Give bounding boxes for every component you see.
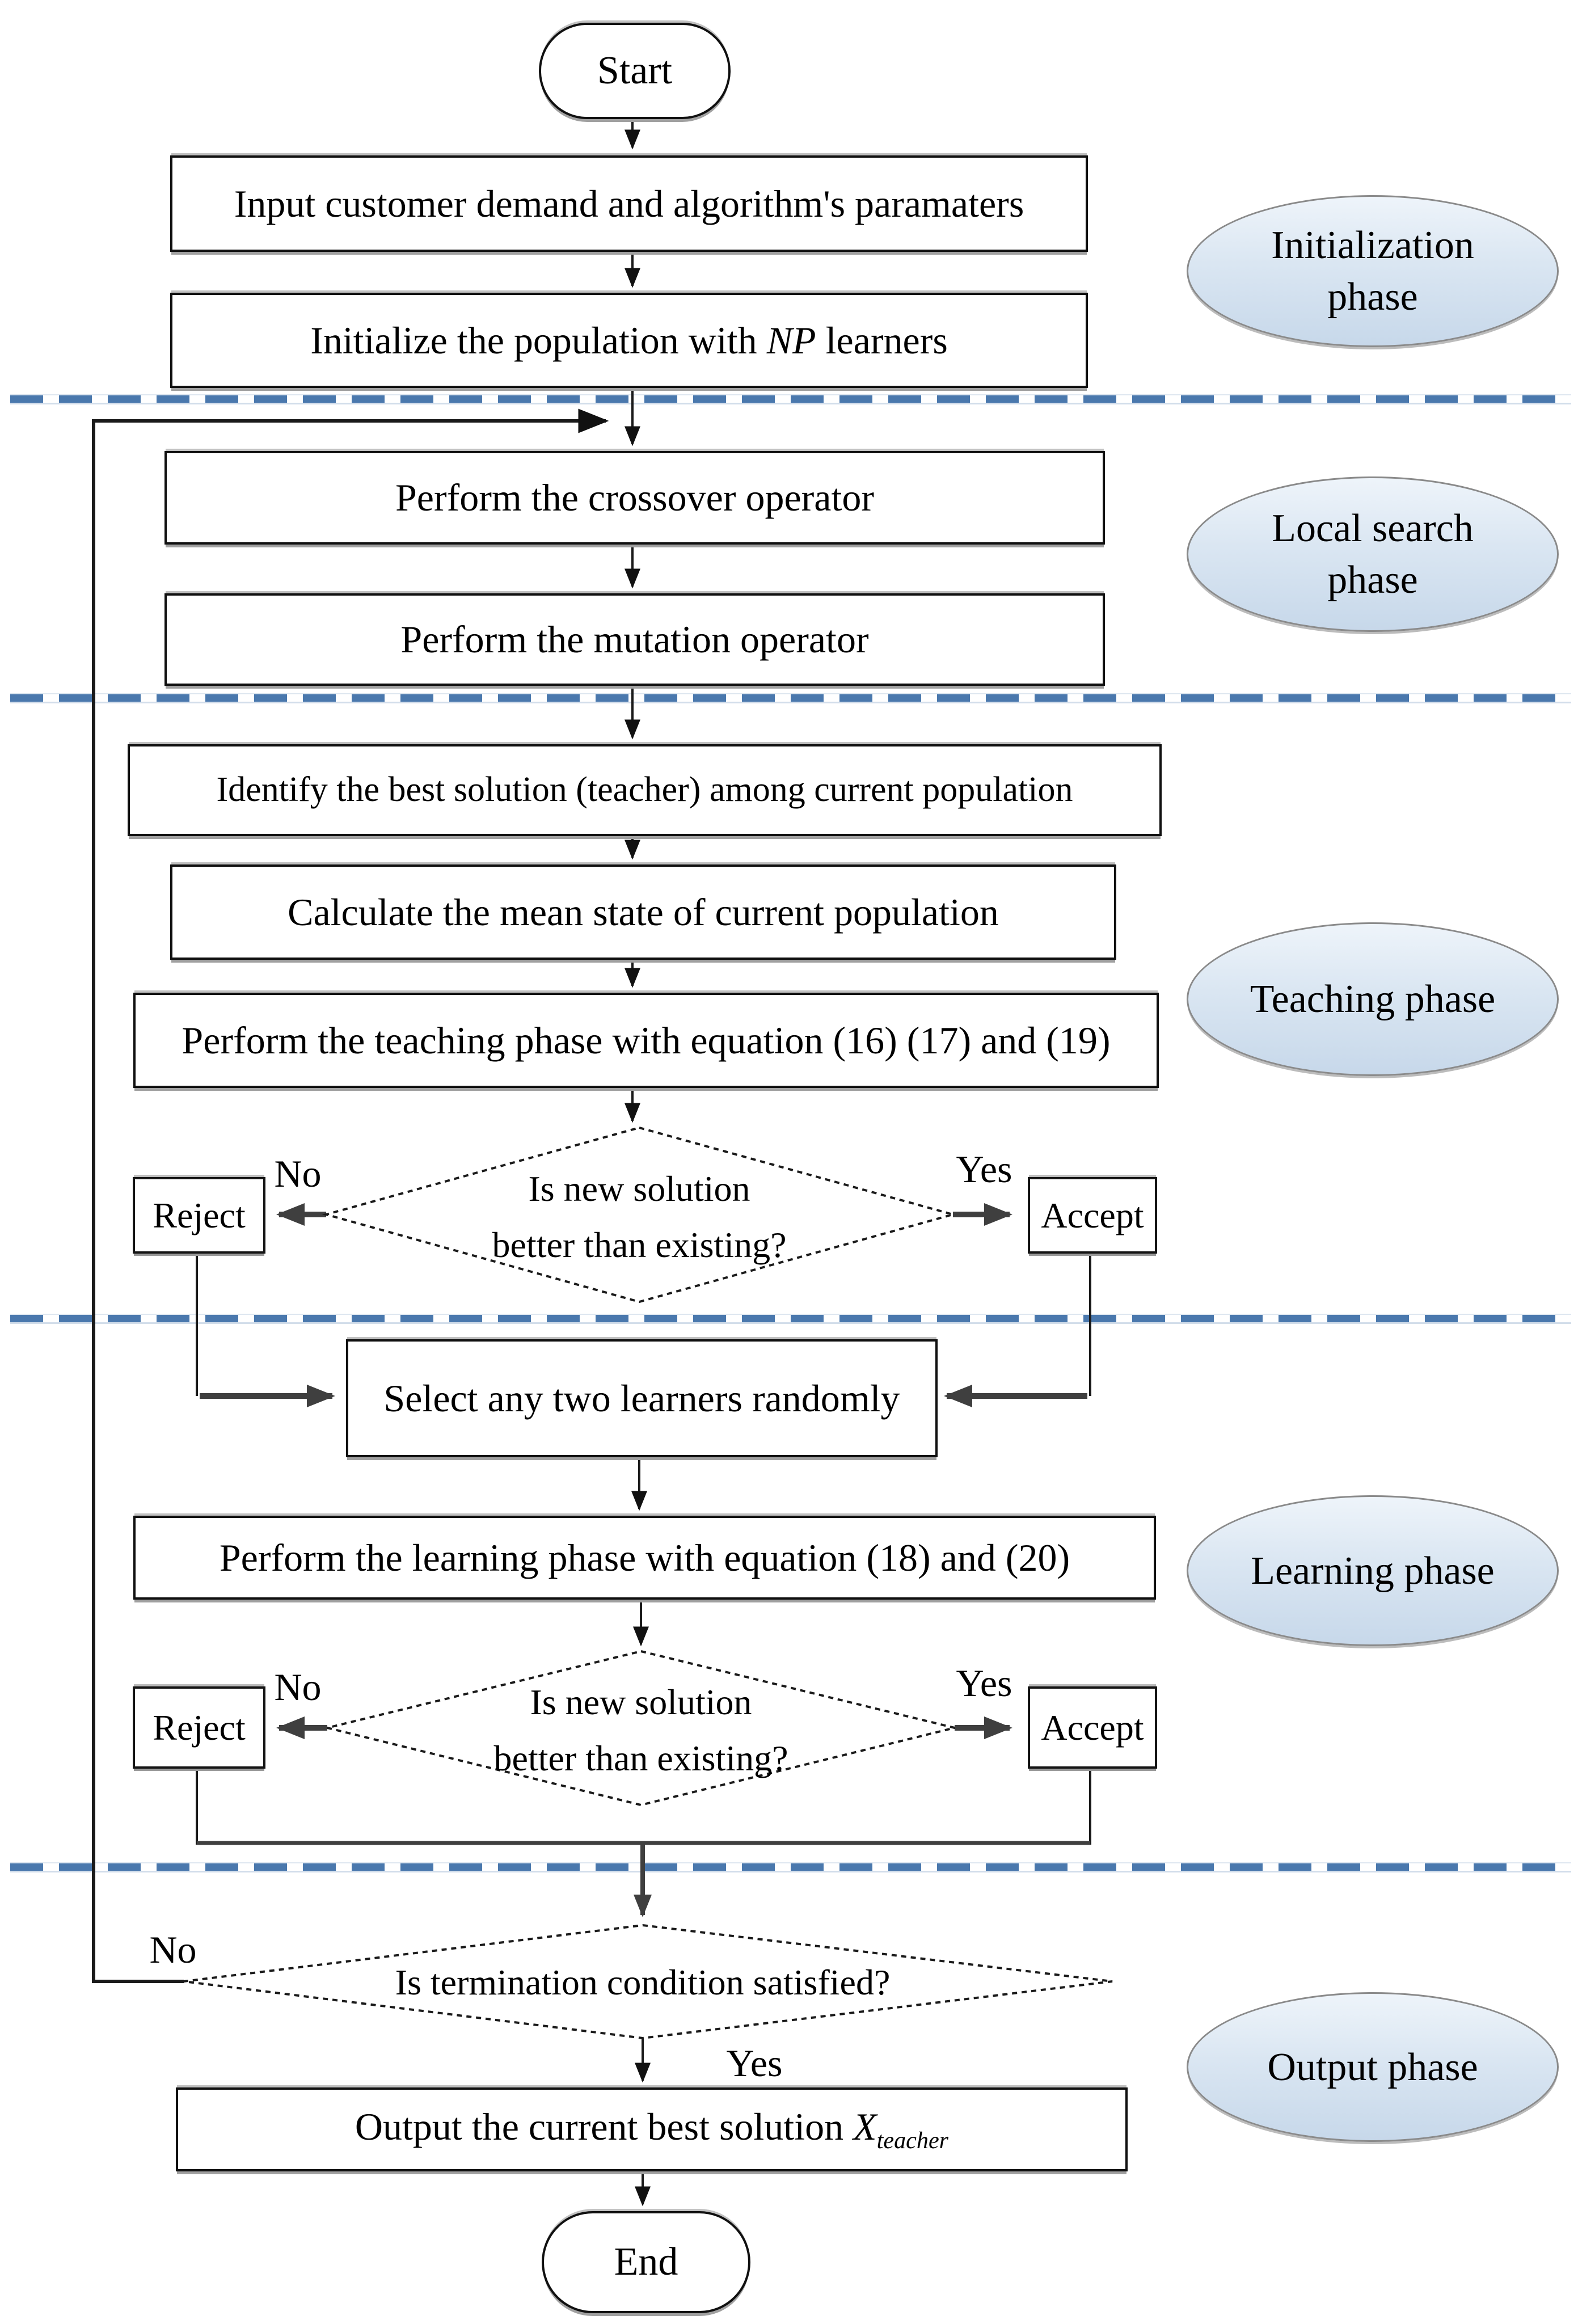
process-learning-label: Perform the learning phase with equation… <box>219 1536 1070 1579</box>
end-terminator: End <box>542 2211 750 2313</box>
phase-initialization-line2: phase <box>1327 275 1418 319</box>
process-output-label: Output the current best solution Xteache… <box>355 2104 948 2154</box>
output-prefix: Output the current best solution <box>355 2104 854 2148</box>
phase-ellipse-learning: Learning phase <box>1187 1495 1559 1646</box>
accept2-box: Accept <box>1028 1686 1157 1769</box>
decision1-diamond <box>322 1126 957 1304</box>
output-x-var: X <box>853 2104 877 2148</box>
initialize-suffix: learners <box>816 318 948 362</box>
loop-back-line <box>92 408 609 1983</box>
process-initialize-box: Initialize the population with NP learne… <box>170 293 1088 388</box>
phase-separator-line-2 <box>10 694 1571 702</box>
accept1-box: Accept <box>1028 1177 1157 1254</box>
decision2-line1: Is new solution <box>530 1681 752 1722</box>
decision3-yes-label: Yes <box>726 2042 783 2085</box>
decision1-line2: better than existing? <box>492 1225 787 1265</box>
phase-local-search-line1: Local search <box>1272 507 1474 550</box>
phase-separator-line-1 <box>10 395 1571 403</box>
output-x-subscript: teacher <box>876 2127 949 2154</box>
accept1-label: Accept <box>1041 1195 1144 1235</box>
phase-separator-line-3 <box>10 1315 1571 1322</box>
decision3-text: Is termination condition satisfied? <box>359 1951 926 2014</box>
accept2-label: Accept <box>1041 1707 1144 1748</box>
process-initialize-label: Initialize the population with NP learne… <box>310 318 948 362</box>
process-teaching-label: Perform the teaching phase with equation… <box>182 1018 1111 1062</box>
phase-learning-line1: Learning phase <box>1251 1549 1495 1593</box>
process-crossover-label: Perform the crossover operator <box>395 476 875 520</box>
decision1-text: Is new solution better than existing? <box>412 1157 866 1276</box>
phase-ellipse-local-search: Local search phase <box>1187 476 1559 632</box>
reject1-label: Reject <box>153 1195 246 1235</box>
process-select-learners-label: Select any two learners randomly <box>383 1376 900 1420</box>
process-output-box: Output the current best solution Xteache… <box>176 2087 1128 2171</box>
start-terminator: Start <box>539 23 731 119</box>
decision1-yes-label: Yes <box>956 1148 1012 1191</box>
process-teaching-box: Perform the teaching phase with equation… <box>133 993 1159 1088</box>
phase-initialization-line1: Initialization <box>1271 223 1474 267</box>
process-mutation-label: Perform the mutation operator <box>400 618 869 661</box>
phase-ellipse-output: Output phase <box>1187 1992 1559 2142</box>
decision2-line2: better than existing? <box>493 1738 788 1778</box>
decision1-no-label: No <box>274 1152 322 1195</box>
phase-local-search-line2: phase <box>1327 558 1418 602</box>
reject2-label: Reject <box>153 1707 246 1748</box>
decision1-line1: Is new solution <box>528 1168 750 1209</box>
decision2-yes-label: Yes <box>956 1661 1012 1705</box>
end-label: End <box>614 2239 678 2284</box>
phase-teaching-line1: Teaching phase <box>1250 977 1496 1021</box>
process-input-box: Input customer demand and algorithm's pa… <box>170 155 1088 252</box>
decision3-diamond <box>183 1924 1113 2040</box>
initialize-prefix: Initialize the population with <box>310 318 767 362</box>
reject1-box: Reject <box>133 1177 265 1254</box>
reject2-box: Reject <box>133 1686 265 1769</box>
initialize-np-var: NP <box>766 318 816 362</box>
process-input-label: Input customer demand and algorithm's pa… <box>234 182 1024 225</box>
phase-ellipse-initialization: Initialization phase <box>1187 195 1559 347</box>
process-identify-label: Identify the best solution (teacher) amo… <box>216 770 1073 809</box>
process-learning-box: Perform the learning phase with equation… <box>133 1516 1156 1600</box>
phase-separator-line-4 <box>10 1863 1571 1871</box>
decision2-diamond <box>327 1650 955 1807</box>
decision3-line1: Is termination condition satisfied? <box>395 1962 891 2003</box>
decision3-no-label: No <box>149 1928 197 1971</box>
process-calc-mean-label: Calculate the mean state of current popu… <box>288 890 999 934</box>
process-mutation-box: Perform the mutation operator <box>164 593 1105 686</box>
process-crossover-box: Perform the crossover operator <box>164 451 1105 545</box>
process-identify-box: Identify the best solution (teacher) amo… <box>128 744 1162 836</box>
process-calc-mean-box: Calculate the mean state of current popu… <box>170 864 1116 960</box>
start-label: Start <box>597 48 673 92</box>
decision2-text: Is new solution better than existing? <box>414 1671 868 1790</box>
phase-ellipse-teaching: Teaching phase <box>1187 922 1559 1076</box>
phase-output-line1: Output phase <box>1267 2045 1478 2089</box>
process-select-learners-box: Select any two learners randomly <box>346 1339 938 1457</box>
decision2-no-label: No <box>274 1665 322 1709</box>
